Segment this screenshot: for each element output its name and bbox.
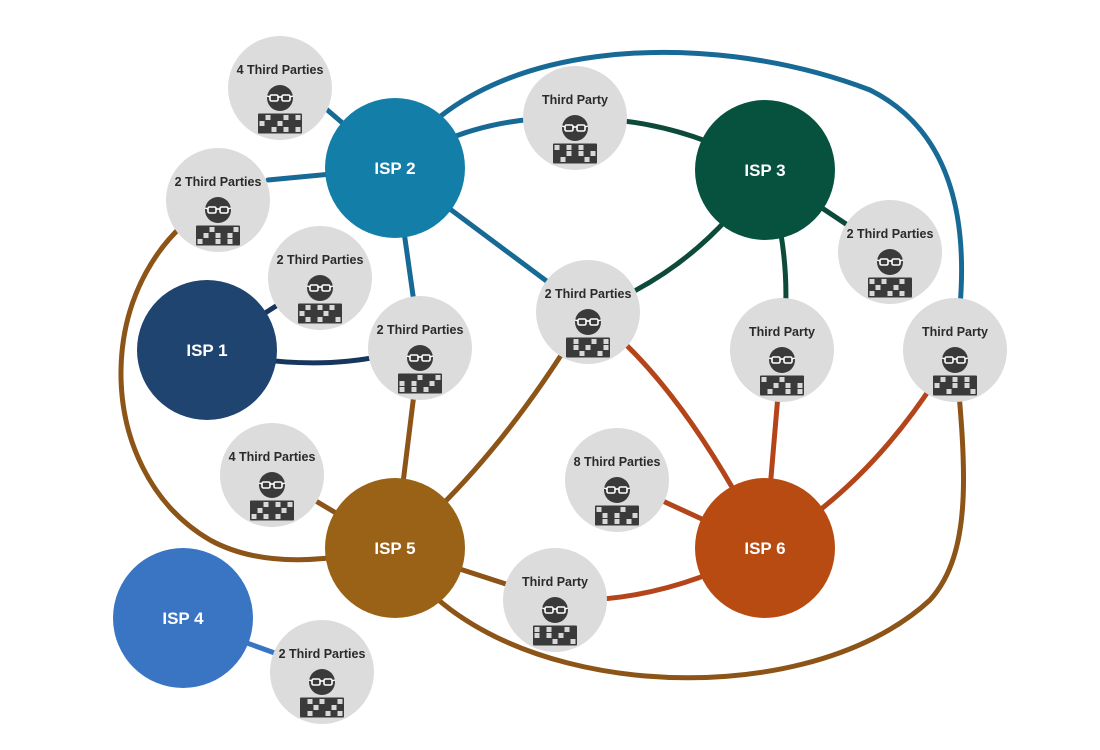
edge-isp5-tp9-arc [392, 345, 967, 681]
third-party-node[interactable]: 4 Third Parties [220, 423, 324, 527]
spy-glasses-icon [258, 472, 286, 498]
edge-tp2-isp5-arc [118, 197, 398, 563]
spy-glasses-icon [306, 275, 334, 301]
isp-circle[interactable] [325, 478, 465, 618]
spy-glasses-icon [541, 597, 569, 623]
data-grid-icon [533, 625, 577, 646]
third-party-node[interactable]: 8 Third Parties [565, 428, 669, 532]
isp-node-6[interactable]: ISP 6 [695, 478, 835, 618]
isp-node-1[interactable]: ISP 1 [137, 280, 277, 420]
data-grid-icon [196, 225, 240, 246]
data-grid-icon [868, 277, 912, 298]
third-party-label: 2 Third Parties [175, 175, 262, 189]
spy-glasses-icon [941, 347, 969, 373]
data-grid-icon [250, 500, 294, 521]
spy-glasses-icon [308, 669, 336, 695]
spy-glasses-icon [204, 197, 232, 223]
isp-circle[interactable] [695, 478, 835, 618]
isp-node-4[interactable]: ISP 4 [113, 548, 253, 688]
spy-glasses-icon [768, 347, 796, 373]
third-party-node[interactable]: 2 Third Parties [536, 260, 640, 364]
isp-circle[interactable] [137, 280, 277, 420]
third-party-node[interactable]: 2 Third Parties [838, 200, 942, 304]
data-grid-icon [566, 337, 610, 358]
spy-glasses-icon [266, 85, 294, 111]
isp-nodes: ISP 1 ISP 2 ISP 3 ISP 4 ISP 5 ISP 6 [113, 98, 835, 688]
isp-circle[interactable] [695, 100, 835, 240]
third-party-label: 2 Third Parties [847, 227, 934, 241]
third-party-label: Third Party [749, 325, 815, 339]
third-party-label: Third Party [522, 575, 588, 589]
edge-isp2-tp9-arc [392, 49, 965, 351]
isp-circle[interactable] [325, 98, 465, 238]
data-grid-icon [298, 303, 342, 324]
third-party-node[interactable]: Third Party [730, 298, 834, 402]
isp-node-5[interactable]: ISP 5 [325, 478, 465, 618]
isp-label: ISP 3 [744, 161, 785, 180]
data-grid-icon [553, 143, 597, 164]
third-party-label: 4 Third Parties [237, 63, 324, 77]
third-party-nodes: 4 Third Parties 2 Third Parties Third Pa… [166, 36, 1007, 724]
data-grid-icon [760, 375, 804, 396]
third-party-node[interactable]: 2 Third Parties [368, 296, 472, 400]
third-party-label: 2 Third Parties [377, 323, 464, 337]
third-party-label: 2 Third Parties [545, 287, 632, 301]
data-grid-icon [933, 375, 977, 396]
third-party-node[interactable]: 2 Third Parties [270, 620, 374, 724]
third-party-label: Third Party [542, 93, 608, 107]
isp-label: ISP 1 [186, 341, 227, 360]
isp-label: ISP 2 [374, 159, 415, 178]
third-party-node[interactable]: Third Party [523, 66, 627, 170]
isp-node-3[interactable]: ISP 3 [695, 100, 835, 240]
spy-glasses-icon [561, 115, 589, 141]
third-party-label: 2 Third Parties [277, 253, 364, 267]
third-party-node[interactable]: Third Party [903, 298, 1007, 402]
spy-glasses-icon [603, 477, 631, 503]
spy-glasses-icon [876, 249, 904, 275]
data-grid-icon [595, 505, 639, 526]
data-grid-icon [258, 113, 302, 134]
isp-label: ISP 4 [162, 609, 204, 628]
isp-node-2[interactable]: ISP 2 [325, 98, 465, 238]
spy-glasses-icon [406, 345, 434, 371]
isp-circle[interactable] [113, 548, 253, 688]
third-party-node[interactable]: 2 Third Parties [268, 226, 372, 330]
spy-glasses-icon [574, 309, 602, 335]
third-party-label: Third Party [922, 325, 988, 339]
third-party-node[interactable]: 2 Third Parties [166, 148, 270, 252]
data-grid-icon [300, 697, 344, 718]
third-party-node[interactable]: 4 Third Parties [228, 36, 332, 140]
isp-label: ISP 6 [744, 539, 785, 558]
data-grid-icon [398, 373, 442, 394]
third-party-node[interactable]: Third Party [503, 548, 607, 652]
third-party-label: 2 Third Parties [279, 647, 366, 661]
third-party-label: 4 Third Parties [229, 450, 316, 464]
third-party-label: 8 Third Parties [574, 455, 661, 469]
isp-label: ISP 5 [374, 539, 415, 558]
